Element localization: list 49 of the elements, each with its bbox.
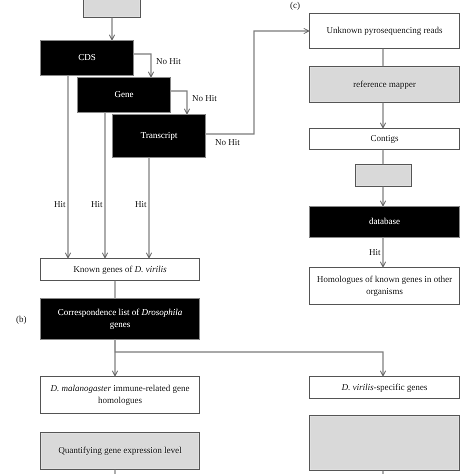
edge-label: No Hit — [155, 56, 182, 67]
edge-label: Hit — [368, 247, 382, 258]
arrow — [380, 187, 386, 206]
box-label: database — [368, 216, 401, 228]
process-box — [309, 128, 460, 150]
process-box — [309, 66, 460, 103]
process-box — [355, 164, 412, 187]
arrow — [64, 76, 72, 258]
arrow — [102, 113, 108, 258]
box-label: Unknown pyrosequencing reads — [326, 25, 444, 37]
process-box — [40, 298, 200, 340]
box-label: Homologues of known genes in other organisms — [316, 274, 454, 298]
edge-label: No Hit — [191, 93, 218, 104]
box-label: Correspondence list of Drosophila genes — [56, 307, 184, 331]
box-label: D. malanogaster immune-related gene homologues — [50, 383, 190, 407]
process-box — [309, 376, 460, 399]
box-label: Contigs — [369, 133, 400, 145]
arrow — [380, 103, 386, 128]
box-label: CDS — [77, 52, 97, 64]
arrow — [206, 28, 310, 135]
process-box — [309, 206, 460, 238]
box-label: Quantifying gene expression level — [57, 445, 183, 457]
arrow — [146, 158, 152, 258]
arrow — [114, 340, 386, 376]
process-box — [40, 258, 200, 281]
process-box — [40, 376, 200, 414]
box-label: Known genes of D. virilis — [72, 264, 168, 276]
edge-label: No Hit — [214, 137, 241, 148]
process-box — [40, 432, 200, 470]
edge-label: Hit — [134, 199, 148, 210]
box-label: reference mapper — [352, 78, 417, 90]
panel-label: (c) — [290, 0, 300, 10]
box-label: Gene — [114, 89, 134, 101]
arrow — [108, 18, 116, 40]
arrow — [134, 53, 154, 78]
process-box — [309, 415, 460, 471]
process-box — [112, 114, 206, 158]
edge-label: Hit — [53, 199, 67, 210]
process-box — [83, 0, 141, 18]
panel-label: (b) — [16, 314, 26, 324]
process-box — [309, 13, 460, 49]
arrow — [380, 238, 386, 268]
arrow — [171, 90, 190, 114]
edge-label: Hit — [90, 199, 104, 210]
box-label: Transcript — [140, 130, 178, 142]
box-label: D. virilis-specific genes — [340, 382, 428, 394]
process-box — [309, 267, 460, 305]
process-box — [77, 77, 171, 113]
process-box — [40, 40, 134, 76]
